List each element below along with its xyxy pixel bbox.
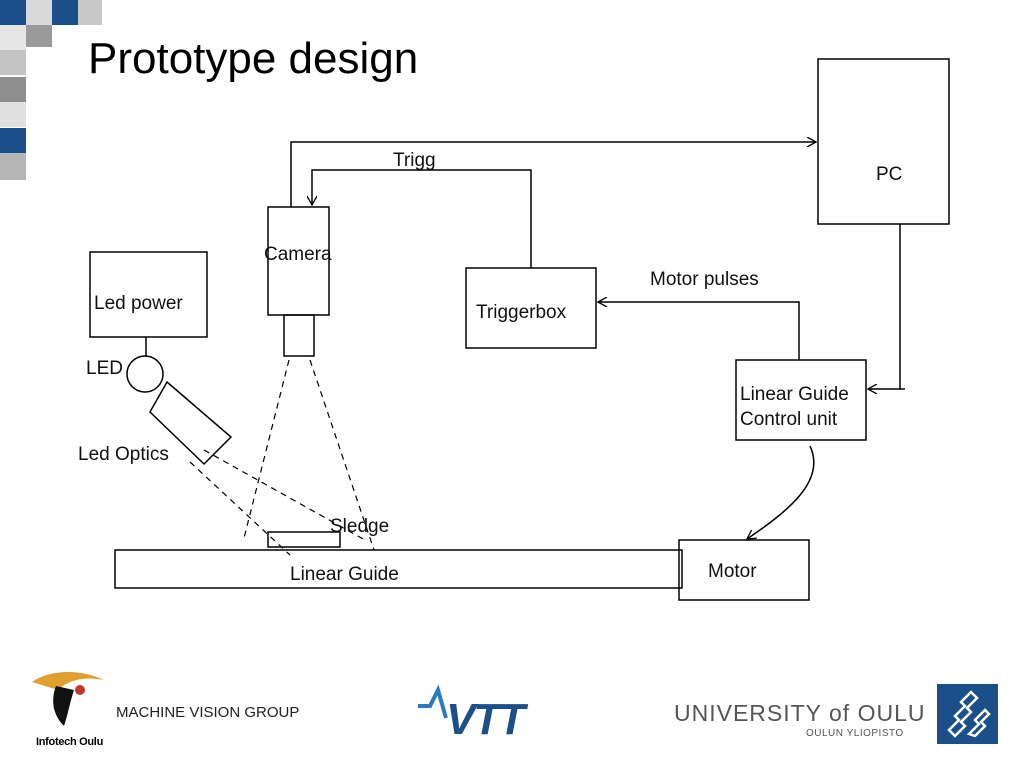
camera-view-right (309, 359, 375, 551)
control-unit-label-2: Control unit (740, 409, 838, 430)
control-unit-box (735, 359, 867, 441)
vtt-logo: VTT (418, 684, 530, 738)
university-emblem (937, 684, 998, 744)
led-optics-label: Led Optics (78, 444, 169, 465)
trigg-label: Trigg (393, 150, 436, 171)
linear-guide-rail (114, 549, 683, 589)
camera-view-left (243, 359, 290, 539)
pc-box (817, 58, 950, 225)
trigg-arrow (312, 169, 532, 268)
group-name: MACHINE VISION GROUP (116, 704, 300, 721)
pc-to-control-arrow (868, 224, 901, 389)
camera-lens (283, 314, 315, 357)
vtt-logo-text: VTT (446, 695, 528, 738)
page-title: Prototype design (88, 34, 419, 83)
led-beam-lower (189, 461, 291, 556)
pc-label: PC (876, 164, 902, 185)
infotech-logo-text: Infotech Oulu (36, 736, 103, 748)
motor-pulses-arrow (598, 302, 800, 360)
sledge-box (267, 531, 341, 548)
led-power-label: Led power (94, 293, 183, 314)
motor-label: Motor (708, 561, 757, 582)
led-power-box (89, 251, 208, 338)
motor-pulses-label: Motor pulses (650, 269, 759, 290)
led-optics-box (149, 380, 233, 466)
triggerbox-label: Triggerbox (476, 302, 567, 323)
led-circle (126, 355, 164, 393)
control-to-motor-arrow (747, 445, 815, 539)
infotech-logo (32, 671, 104, 726)
university-name: UNIVERSITY of OULU (674, 700, 926, 726)
university-subtitle: OULUN YLIOPISTO (806, 728, 904, 739)
camera-to-pc-arrow (290, 142, 816, 207)
control-unit-label-1: Linear Guide (740, 384, 849, 405)
linear-guide-label: Linear Guide (290, 564, 399, 585)
led-beam-upper (203, 449, 366, 541)
sledge-label: Sledge (330, 516, 389, 537)
led-label: LED (86, 358, 123, 379)
camera-label: Camera (264, 244, 332, 265)
motor-box (678, 539, 810, 601)
